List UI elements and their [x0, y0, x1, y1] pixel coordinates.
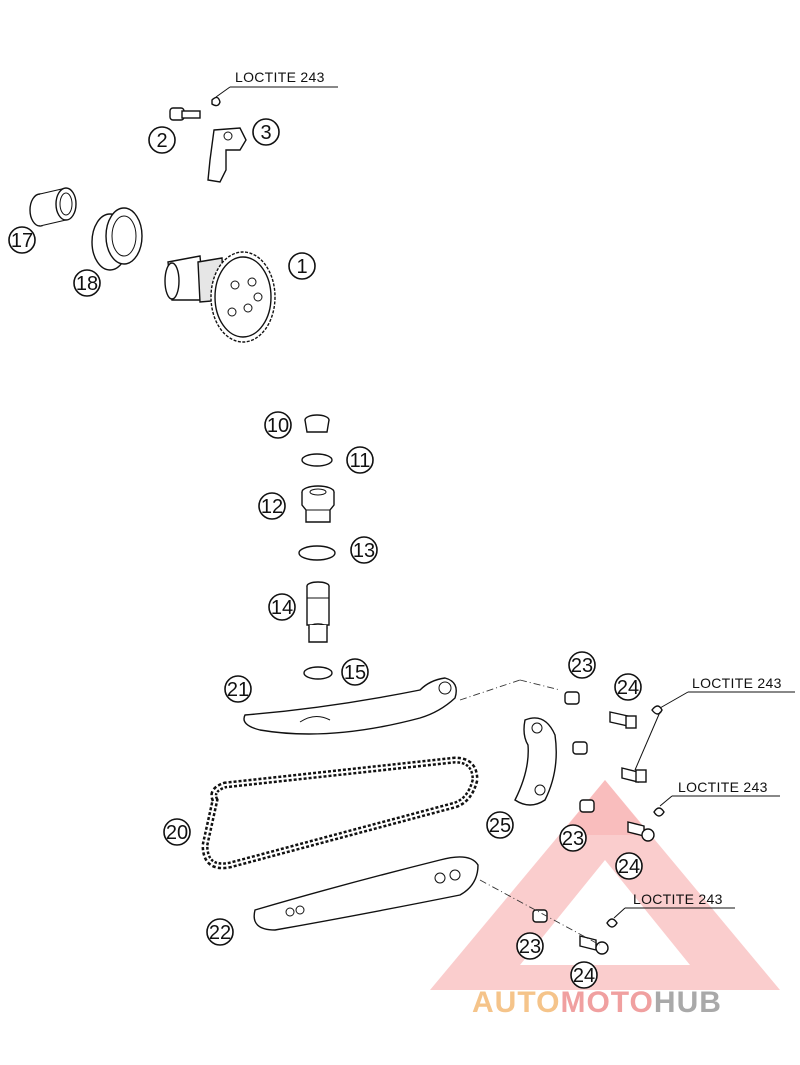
- o-ring-part-15: [303, 666, 333, 680]
- loctite-label: LOCTITE 243: [678, 779, 768, 795]
- callout-24: 24: [618, 856, 640, 878]
- tensioner-housing-part-12: [301, 485, 335, 523]
- bracket-part-3: [207, 127, 247, 183]
- watermark-moto: MOTO: [560, 986, 653, 1019]
- timing-chain-part-20: [201, 756, 479, 870]
- leader-line: [519, 679, 561, 691]
- callout-17: 17: [11, 230, 33, 252]
- watermark-hub: HUB: [654, 986, 722, 1019]
- svg-text:AUTOMOTOHUB: AUTOMOTOHUB: [472, 986, 722, 1019]
- callout-1: 1: [296, 256, 307, 278]
- callout-23: 23: [562, 828, 584, 850]
- loctite-leader-right-3: LOCTITE 243: [606, 891, 735, 928]
- callout-18: 18: [76, 273, 98, 295]
- callout-22: 22: [209, 922, 231, 944]
- camshaft-sprocket-part-1: [164, 251, 276, 343]
- callout-15: 15: [344, 662, 366, 684]
- loctite-leader-top: LOCTITE 243: [211, 69, 338, 107]
- loctite-leader-right-2: LOCTITE 243: [653, 779, 780, 817]
- o-ring-part-13: [298, 545, 336, 561]
- cap-part-10: [304, 414, 330, 433]
- callout-2: 2: [156, 130, 167, 152]
- tensioner-rail-part-21: [243, 677, 457, 735]
- needle-bearing-part-17: [29, 187, 77, 227]
- leader-line: [479, 879, 601, 946]
- callout-10: 10: [267, 415, 289, 437]
- callout-24: 24: [617, 677, 639, 699]
- loctite-label: LOCTITE 243: [235, 69, 325, 85]
- leader-line: [634, 711, 661, 771]
- leader-line: [459, 679, 521, 701]
- bolts-part-24: [579, 711, 655, 955]
- watermark-auto: AUTO: [472, 986, 560, 1019]
- callout-25: 25: [489, 815, 511, 837]
- callout-23: 23: [519, 936, 541, 958]
- callout-14: 14: [271, 597, 293, 619]
- callout-21: 21: [227, 679, 249, 701]
- bearing-ring-part-18: [91, 207, 143, 271]
- watermark-text: AUTOMOTOHUB: [472, 986, 722, 1019]
- loctite-label: LOCTITE 243: [692, 675, 782, 691]
- callout-20: 20: [166, 822, 188, 844]
- spacers-part-23: [532, 691, 595, 923]
- tensioner-piston-part-14: [306, 581, 330, 643]
- callout-12: 12: [261, 496, 283, 518]
- bolt-part-2: [169, 107, 201, 121]
- loctite-leader-right-1: LOCTITE 243: [651, 675, 795, 715]
- watermark-logo: [430, 780, 780, 990]
- o-ring-part-11: [301, 453, 333, 467]
- callout-13: 13: [353, 540, 375, 562]
- callout-24: 24: [573, 965, 595, 987]
- callout-3: 3: [260, 122, 271, 144]
- callout-11: 11: [350, 450, 371, 472]
- guide-part-25: [514, 717, 557, 806]
- callout-23: 23: [571, 655, 593, 677]
- guide-rail-part-22: [253, 856, 479, 931]
- loctite-label: LOCTITE 243: [633, 891, 723, 907]
